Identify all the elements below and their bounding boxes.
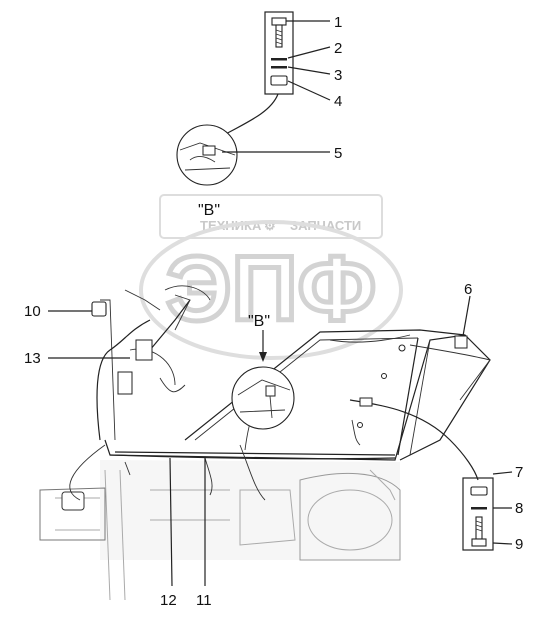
watermark-banner (159, 194, 383, 239)
rear-clip-icon (359, 397, 373, 407)
callout-10: 10 (24, 303, 41, 320)
watermark-oval (139, 220, 403, 360)
callout-7: 7 (515, 464, 523, 481)
callout-9: 9 (515, 536, 523, 553)
lock-washer-icon (271, 66, 287, 69)
callout-1: 1 (334, 14, 342, 31)
view-label-inset: "B" (248, 313, 270, 330)
view-label-top: "B" (198, 202, 220, 219)
washer-icon (271, 58, 287, 61)
nut-icon (270, 75, 288, 86)
rear-harness (349, 399, 479, 481)
relay-block-icon (135, 339, 153, 361)
inset-circle (231, 366, 295, 430)
callout-12: 12 (160, 592, 177, 609)
item-10-connector (48, 301, 107, 317)
rear-connector-icon (454, 335, 468, 349)
detail-circle-top (176, 124, 330, 186)
bolt-shank-icon-bottom (475, 516, 483, 540)
washer-icon-bottom (471, 507, 487, 510)
switch-block-icon (117, 371, 133, 395)
callout-numbers: 1 2 3 4 5 6 7 8 9 10 11 12 13 (24, 14, 523, 609)
plug-icon (91, 301, 107, 317)
callout-8: 8 (515, 500, 523, 517)
motor-icon (61, 491, 85, 511)
steering-column (149, 299, 191, 351)
top-hardware-stack (199, 11, 294, 149)
watermark-logo: ЭПФ (166, 238, 376, 340)
front-harness (96, 319, 151, 441)
bolt-head-icon-bottom (471, 538, 487, 547)
bottom-hardware-stack (462, 471, 513, 551)
watermark-text-right: ЗАПЧАСТИ (290, 218, 361, 233)
callout-6: 6 (464, 281, 472, 298)
callout-5: 5 (334, 145, 342, 162)
top-stack-frame (264, 11, 294, 95)
callout-leaders-top (286, 20, 331, 101)
callout-13: 13 (24, 350, 41, 367)
inset-detail-circle (231, 330, 295, 430)
bottom-stack-frame (462, 477, 494, 551)
callout-11: 11 (196, 592, 212, 609)
watermark: ТЕХНИКА ⚙ ЗАПЧАСТИ ЭПФ (139, 194, 403, 360)
cab-roof-line (184, 329, 466, 441)
bolt-head-icon (271, 17, 287, 26)
nut-icon-bottom (470, 486, 488, 496)
watermark-gear-icon: ⚙ (264, 218, 276, 233)
callout-3: 3 (334, 67, 342, 84)
callout-2: 2 (334, 40, 342, 57)
main-harness (109, 454, 396, 460)
leader-6 (462, 295, 471, 337)
machine-assembly (39, 285, 491, 601)
inset-clamp-icon (265, 385, 276, 397)
leader-12 (169, 457, 173, 587)
cab-frame (104, 334, 491, 461)
cable-clamp-icon (202, 145, 216, 156)
view-arrow-icon (259, 352, 267, 362)
callout-4: 4 (334, 93, 342, 110)
